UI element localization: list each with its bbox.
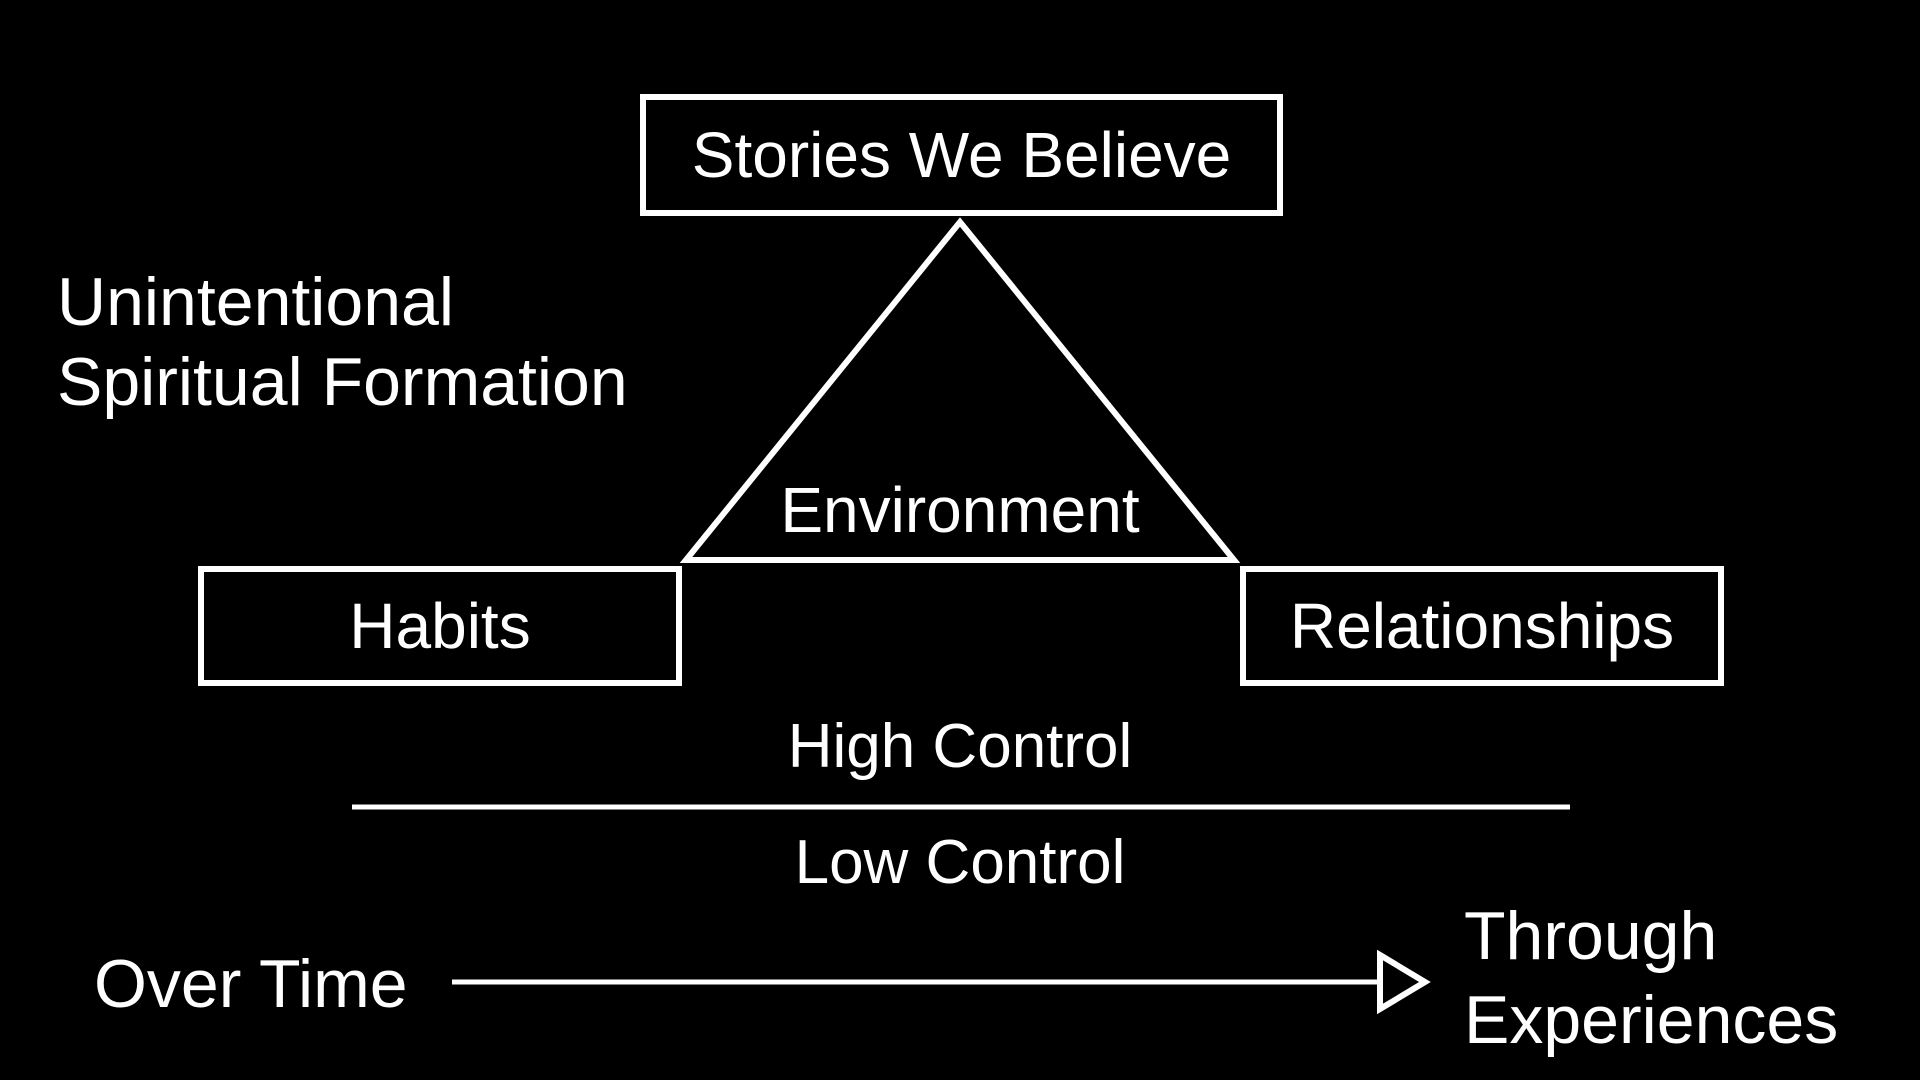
through-experiences-line-2: Experiences	[1464, 982, 1839, 1058]
stories-we-believe-box: Stories We Believe	[640, 94, 1283, 216]
time-arrow-head-icon	[1377, 949, 1431, 1015]
environment-triangle	[679, 217, 1241, 563]
environment-label: Environment	[780, 474, 1140, 546]
stories-we-believe-label: Stories We Believe	[691, 119, 1232, 191]
side-title-line-1: Unintentional	[57, 264, 454, 340]
relationships-label: Relationships	[1289, 590, 1675, 662]
habits-box: Habits	[198, 566, 682, 686]
side-title-line-2: Spiritual Formation	[57, 344, 628, 420]
low-control-label: Low Control	[794, 828, 1126, 897]
over-time-label: Over Time	[94, 946, 408, 1022]
through-experiences-line-1: Through	[1464, 898, 1718, 974]
relationships-box: Relationships	[1240, 566, 1724, 686]
high-control-label: High Control	[787, 712, 1133, 781]
habits-label: Habits	[349, 590, 531, 662]
